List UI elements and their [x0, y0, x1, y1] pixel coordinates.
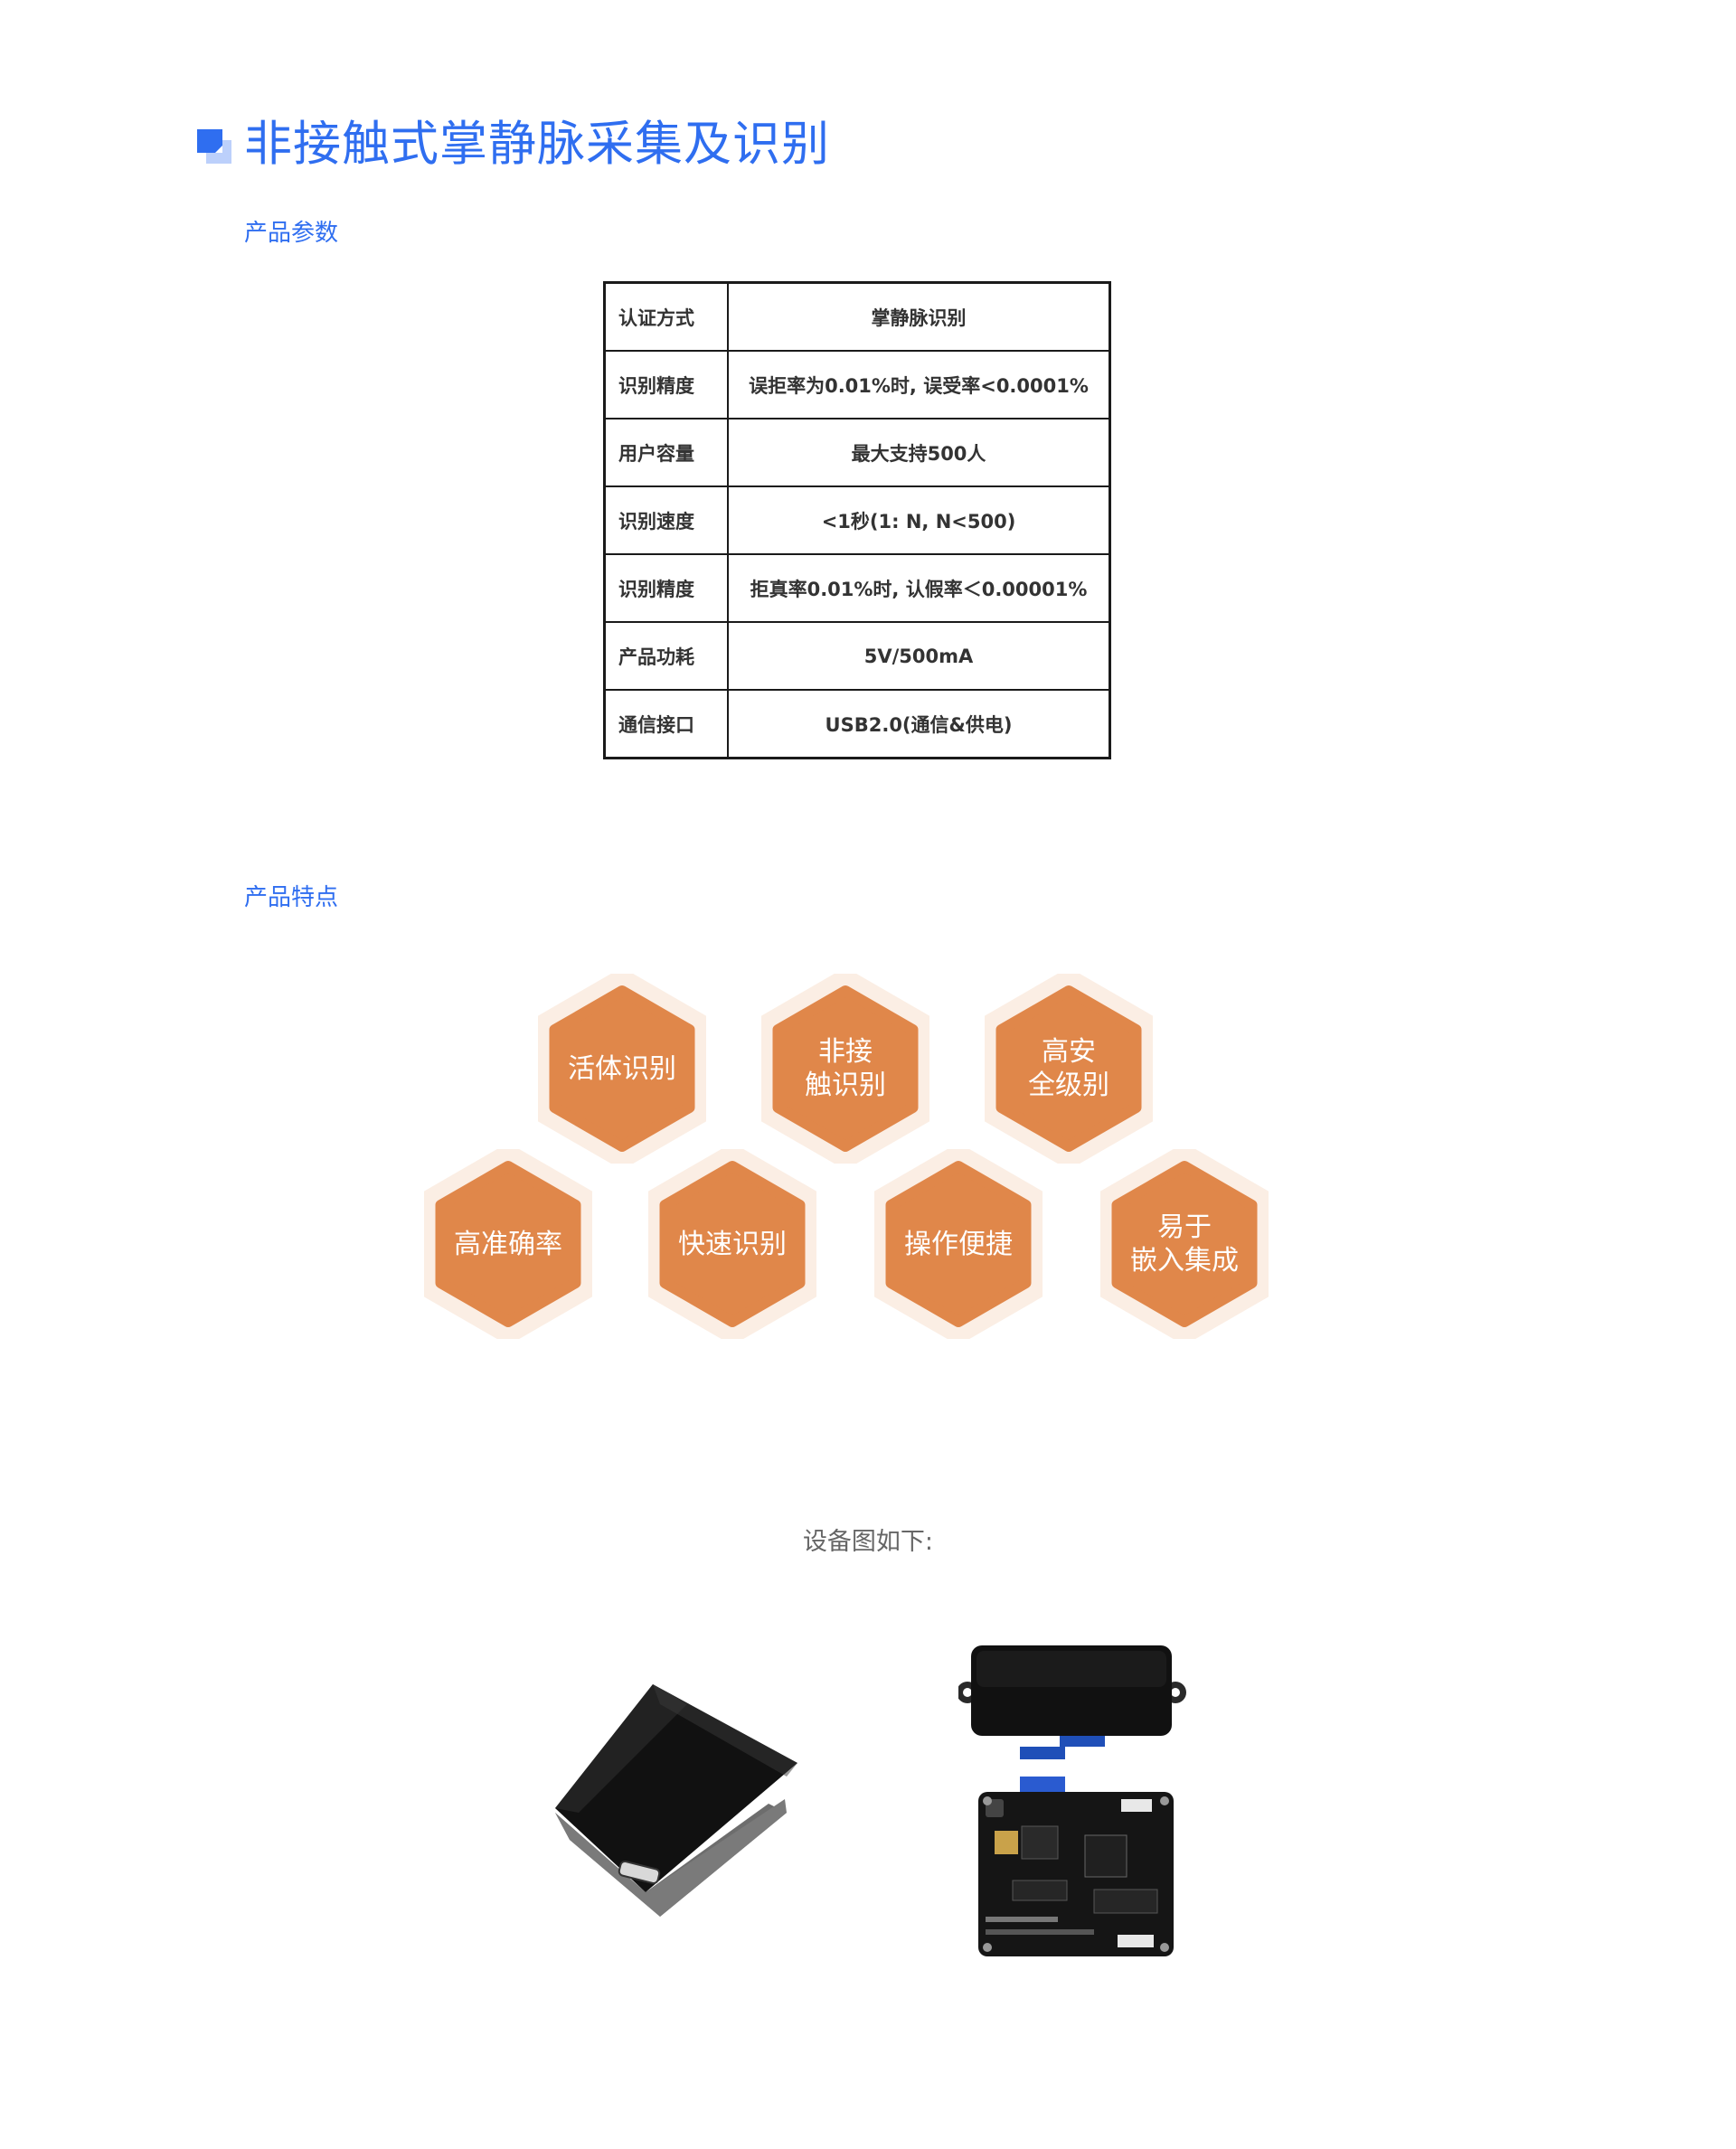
spec-key: 认证方式 [603, 281, 729, 352]
feature-label: 活体识别 [568, 1052, 676, 1085]
feature-label: 高准确率 [454, 1228, 562, 1260]
feature-label: 快速识别 [678, 1228, 787, 1260]
spec-key: 通信接口 [603, 689, 729, 759]
spec-key: 识别精度 [603, 553, 729, 623]
feature-hexagon-shape [538, 974, 706, 1164]
spec-key: 用户容量 [603, 418, 729, 487]
spec-key: 识别精度 [603, 350, 729, 419]
device-caption: 设备图如下: [802, 1528, 934, 1556]
features-heading: 产品特点 [244, 884, 339, 911]
table-row: 产品功耗 5V/500mA [603, 621, 1111, 691]
feature-hexagon: 易于 嵌入集成 [1100, 1149, 1269, 1339]
spec-table: 认证方式 掌静脉识别 识别精度 误拒率为0.01%时, 误受率<0.0001% … [603, 281, 1111, 759]
spec-value: <1秒(1: N, N<500) [727, 485, 1111, 555]
feature-hexagon: 高安 全级别 [985, 974, 1153, 1164]
params-heading: 产品参数 [244, 220, 339, 247]
palm-vein-device-image [542, 1677, 814, 1948]
feature-hexagon-shape [424, 1149, 592, 1339]
spec-value: 误拒率为0.01%时, 误受率<0.0001% [727, 350, 1111, 419]
feature-label: 易于 嵌入集成 [1130, 1211, 1239, 1277]
table-row: 通信接口 USB2.0(通信&供电) [603, 689, 1111, 759]
feature-hexagon-shape [1100, 1149, 1269, 1339]
spec-value: USB2.0(通信&供电) [727, 689, 1111, 759]
table-row: 识别精度 拒真率0.01%时, 认假率＜0.00001% [603, 553, 1111, 623]
feature-hexagon: 快速识别 [648, 1149, 816, 1339]
table-row: 认证方式 掌静脉识别 [603, 281, 1111, 352]
spec-value: 最大支持500人 [727, 418, 1111, 487]
page-title: 非接触式掌静脉采集及识别 [244, 117, 830, 172]
spec-key: 识别速度 [603, 485, 729, 555]
feature-hexagon: 活体识别 [538, 974, 706, 1164]
spec-value: 掌静脉识别 [727, 281, 1111, 352]
feature-label: 高安 全级别 [1028, 1036, 1109, 1101]
title-bullet-icon [197, 129, 231, 164]
feature-hexagon-shape [761, 974, 929, 1164]
feature-hexagon: 高准确率 [424, 1149, 592, 1339]
spec-value: 5V/500mA [727, 621, 1111, 691]
feature-hexagon: 非接 触识别 [761, 974, 929, 1164]
table-row: 识别精度 误拒率为0.01%时, 误受率<0.0001% [603, 350, 1111, 419]
spec-value: 拒真率0.01%时, 认假率＜0.00001% [727, 553, 1111, 623]
feature-label: 非接 触识别 [805, 1036, 886, 1101]
feature-hexagon-shape [985, 974, 1153, 1164]
table-row: 用户容量 最大支持500人 [603, 418, 1111, 487]
palm-vein-module-image [957, 1645, 1194, 1971]
feature-hexagon: 操作便捷 [874, 1149, 1043, 1339]
table-row: 识别速度 <1秒(1: N, N<500) [603, 485, 1111, 555]
feature-label: 操作便捷 [904, 1228, 1013, 1260]
feature-hexagon-shape [874, 1149, 1043, 1339]
spec-key: 产品功耗 [603, 621, 729, 691]
feature-hexagon-shape [648, 1149, 816, 1339]
